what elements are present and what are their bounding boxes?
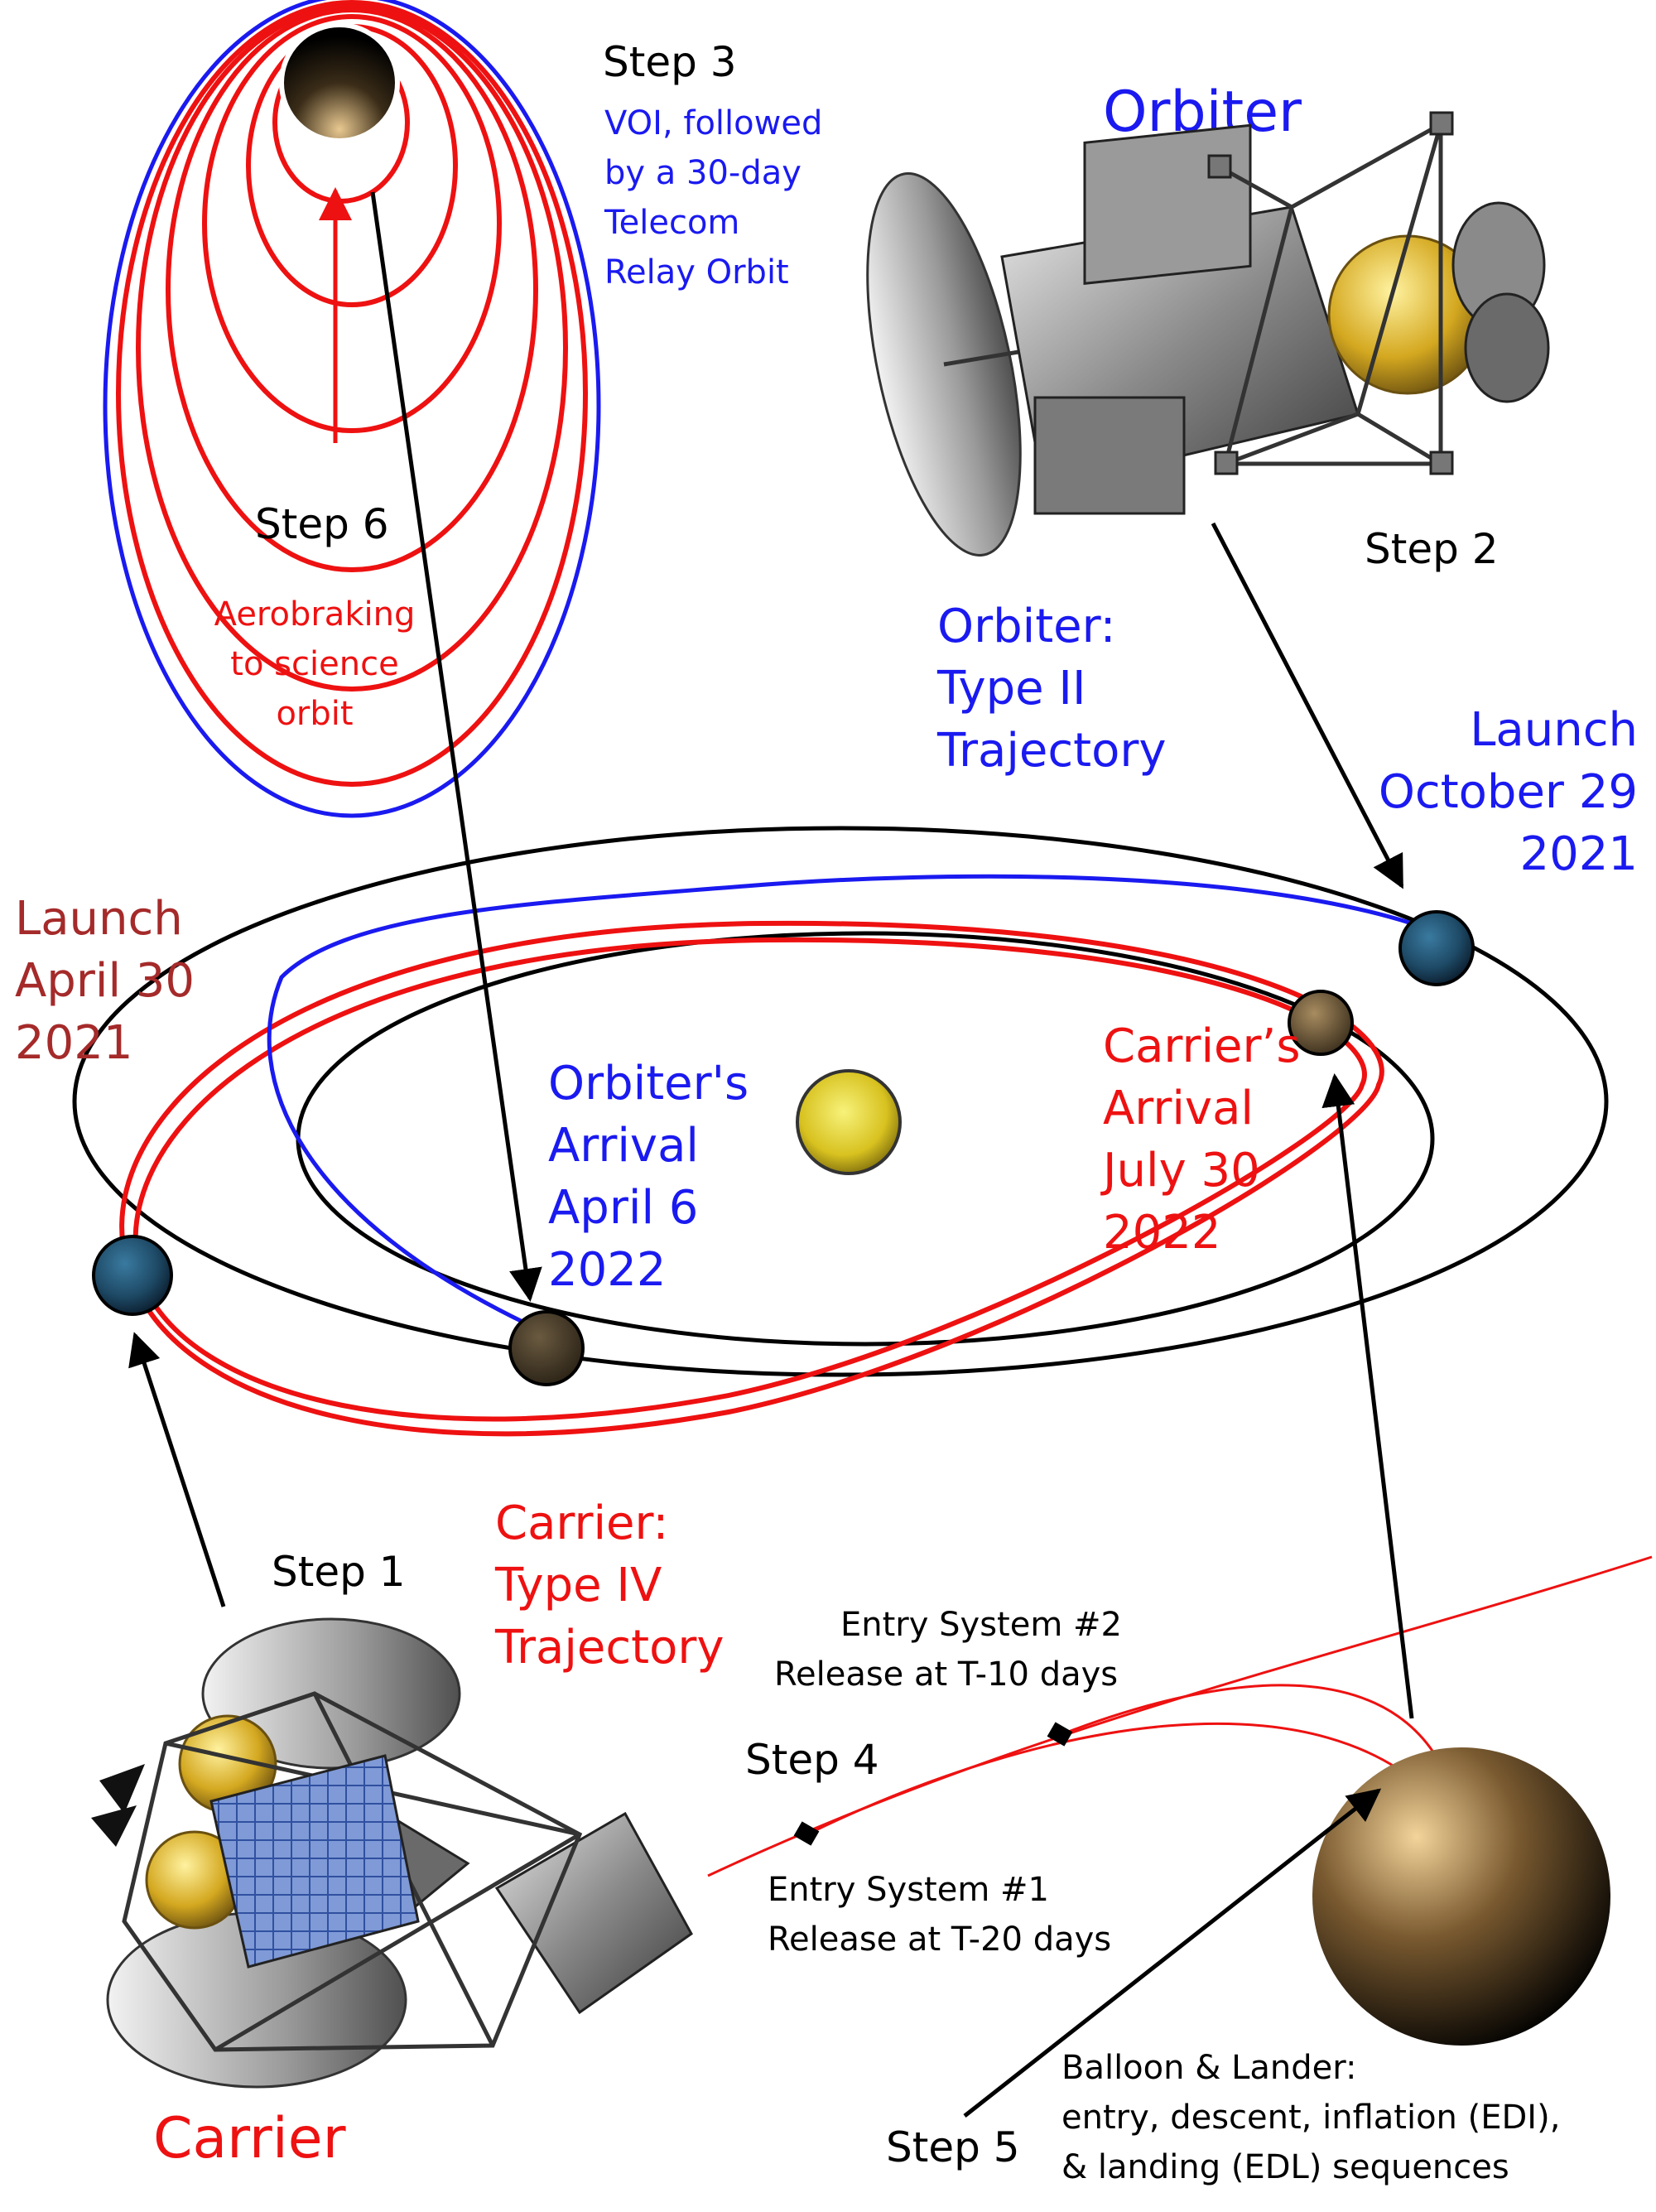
orbiter-launch-label: Launch October 29 2021 [1379,703,1638,881]
step3-desc-line: VOI, followed [604,104,822,142]
orbiter-engine-2 [1464,292,1550,403]
step6-desc-line: orbit [276,695,353,733]
balloon-lander-line: & landing (EDL) sequences [1061,2148,1509,2186]
aerobraking-orbits [103,0,601,818]
entry-system-2-label: Entry System #2 Release at T-10 days [774,1606,1122,1694]
carrier-arrival-line: Arrival [1103,1082,1254,1135]
step3-description: VOI, followed by a 30-day Telecom Relay … [604,104,822,292]
earth-launch-carrier [92,1235,173,1316]
orbiter-arrival-line: 2022 [548,1243,667,1297]
orbiter-arrival-line: April 6 [548,1181,698,1235]
orbiter-trajectory-label: Orbiter: Type II Trajectory [936,600,1167,778]
carrier-trajectory-inner [132,937,1367,1422]
carrier-arrival-line: 2022 [1103,1206,1221,1260]
orbiter-lower-box [1033,396,1186,515]
carrier-launch-line: Launch [15,892,183,946]
orbiter-launch-line: October 29 [1379,765,1638,819]
approach-trajectories [707,1555,1653,2046]
step2-arrow [1211,522,1404,889]
entry-system-1-line: Entry System #1 [768,1871,1049,1909]
step3-desc-line: Relay Orbit [604,253,789,292]
orbiter-arrival-label: Orbiter's Arrival April 6 2022 [548,1057,749,1297]
balloon-lander-line: Balloon & Lander: [1061,2049,1356,2087]
carrier-title: Carrier [153,2106,346,2171]
carrier-arrival-arrow [1321,1073,1414,1719]
approach-path-entry2 [1059,1684,1455,1794]
orbiter-panel [1083,123,1252,285]
aerobraking-orbit-2 [136,4,568,692]
step5-arrow [963,1788,1382,2118]
step3-desc-line: Telecom [604,204,739,242]
carrier-trajectory-line: Type IV [494,1559,662,1612]
balloon-lander-line: entry, descent, inflation (EDI), [1061,2099,1560,2137]
carrier-small-panels [91,1764,145,1847]
step6-desc-line: to science [230,645,398,683]
carrier-arrival-line: July 30 [1100,1144,1260,1198]
carrier-entry-capsule [494,1811,693,2015]
carrier-arrival-line: Carrier’s [1103,1019,1301,1073]
step6-label: Step 6 [255,500,389,548]
venus-carrier-arrival [1288,990,1354,1056]
aerobraking-orbit-1 [116,0,588,787]
carrier-trajectory-line: Carrier: [495,1496,668,1550]
orbiter-arrival-line: Orbiter's [548,1057,749,1111]
step6-description: Aerobraking to science orbit [214,595,416,733]
entry-system-1-marker [793,1821,820,1846]
carrier-top-aeroshell [201,1617,461,1770]
carrier-arrival-label: Carrier’s Arrival July 30 2022 [1100,1019,1301,1260]
orbiter-arrival-line: Arrival [548,1119,699,1173]
step3-desc-line: by a 30-day [604,154,802,192]
telecom-relay-orbit [103,0,601,818]
orbiter-trajectory-line: Orbiter: [937,600,1116,653]
step5-label: Step 5 [886,2123,1020,2171]
aerobraking-orbit-4 [202,14,502,433]
earth-orbit [72,826,1609,1377]
step3-label: Step 3 [603,38,737,86]
orbiter-launch-line: Launch [1470,703,1638,757]
carrier-launch-label: Launch April 30 2021 [15,892,195,1070]
orbiter-thruster-b [1429,111,1454,136]
step3-arrow [370,191,542,1302]
step1-arrow [128,1332,226,1607]
entry-system-2-marker [1047,1722,1073,1747]
orbiter-spacecraft-illustration [866,111,1550,557]
entry-system-2-line: Release at T-10 days [774,1655,1118,1694]
carrier-trajectory-outer [119,920,1384,1437]
solar-system-orbits [72,826,1609,1437]
carrier-trajectory-line: Trajectory [494,1621,724,1675]
orbiter-trajectory-line: Trajectory [936,724,1167,778]
earth-launch-orbiter [1398,910,1475,986]
orbiter-trajectory-path [267,874,1413,1332]
orbiter-thruster-c [1214,451,1239,475]
step1-label: Step 1 [272,1548,406,1596]
venus-inset [279,22,400,143]
orbiter-thruster-d [1429,451,1454,475]
orbiter-trajectory-line: Type II [936,662,1086,716]
step4-label: Step 4 [745,1736,879,1784]
sun [796,1069,902,1175]
aerobraking-orbit-3 [166,7,538,572]
carrier-launch-line: April 30 [15,954,195,1008]
carrier-trajectory-label: Carrier: Type IV Trajectory [494,1496,724,1675]
entry-system-2-line: Entry System #2 [840,1606,1122,1644]
carrier-launch-line: 2021 [15,1016,133,1070]
entry-system-1-label: Entry System #1 Release at T-20 days [768,1871,1111,1959]
orbiter-launch-line: 2021 [1519,827,1638,881]
venus-orbiter-arrival [508,1310,585,1386]
carrier-solar-array [209,1754,420,1969]
venus-approach [1312,1747,1610,2046]
entry-system-1-line: Release at T-20 days [768,1920,1111,1959]
step2-label: Step 2 [1365,525,1499,573]
approach-path-entry1 [806,1722,1447,1836]
orbiter-thruster-a [1207,154,1232,179]
carrier-spacecraft-illustration [91,1617,693,2089]
step6-desc-line: Aerobraking [214,595,416,634]
balloon-lander-label: Balloon & Lander: entry, descent, inflat… [1061,2049,1560,2186]
